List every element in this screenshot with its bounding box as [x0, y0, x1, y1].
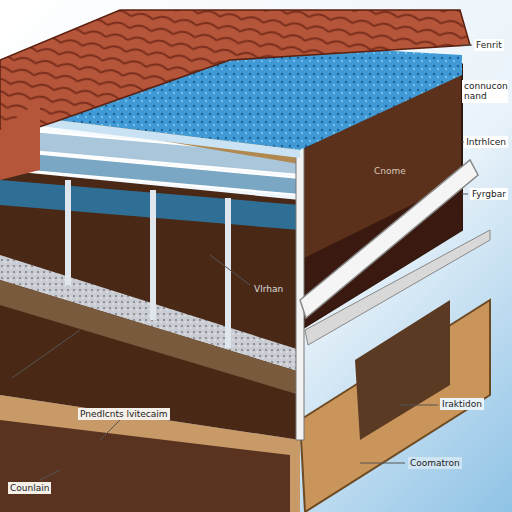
part-label: Iraktidon — [440, 398, 484, 410]
part-label: Coomatron — [408, 457, 462, 469]
part-label: Counlain — [8, 482, 51, 494]
leader-lines — [12, 45, 472, 480]
part-label: Vlrhan — [252, 283, 285, 295]
part-label: Fyrgbar — [470, 188, 508, 200]
part-label: Pnedlcnts lvitecaim — [78, 408, 170, 420]
part-label: connucon nand — [462, 80, 508, 103]
part-label: Fenrit — [474, 39, 504, 51]
part-label: Cnome — [372, 165, 408, 177]
part-label: Intrhlcen — [464, 136, 508, 148]
